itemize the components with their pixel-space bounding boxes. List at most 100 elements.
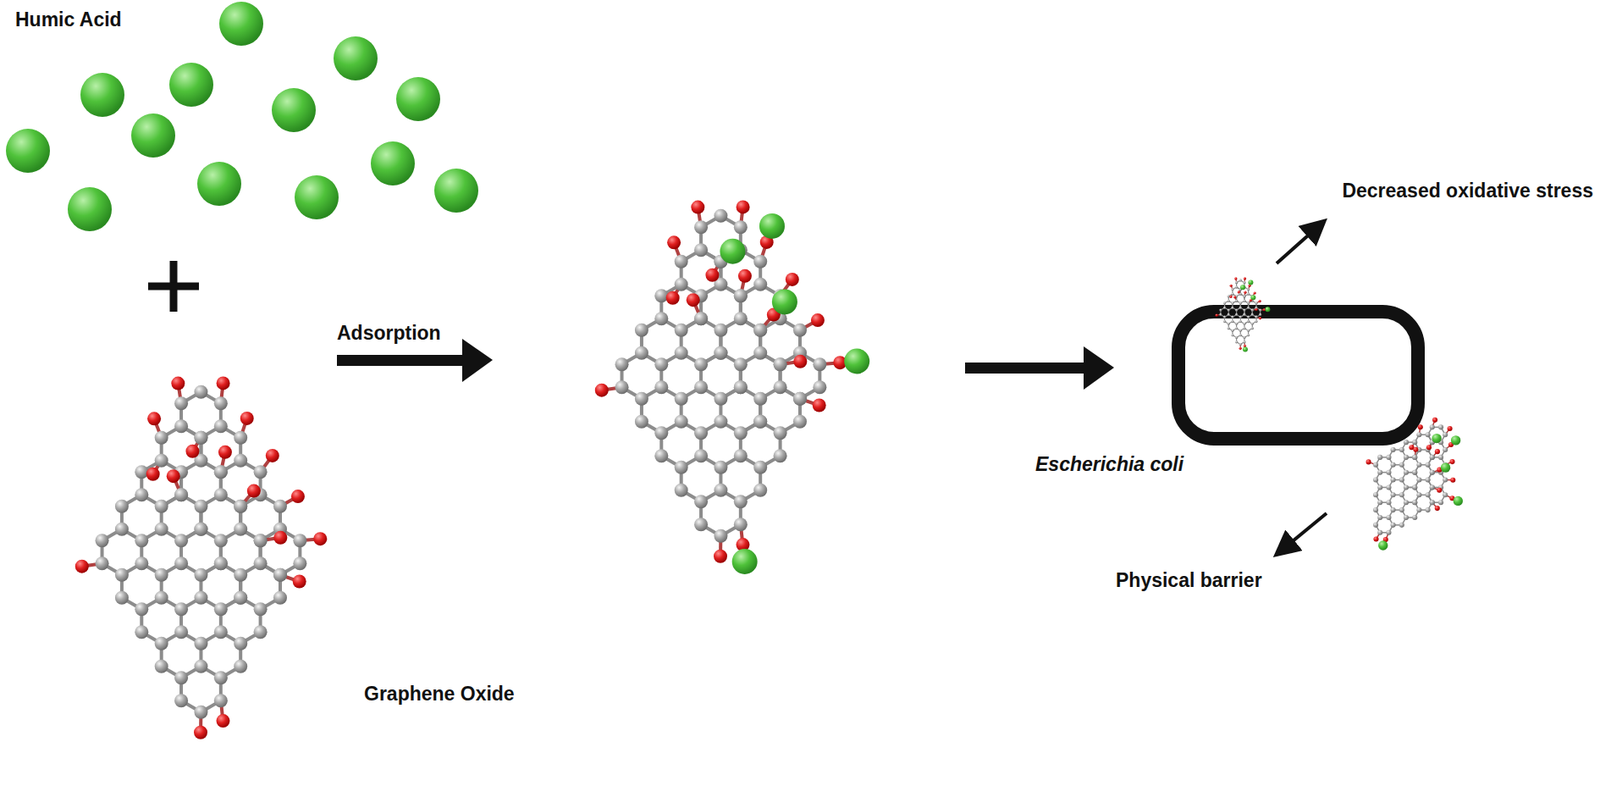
carbon-atom [1385,469,1391,475]
oxygen-atom [1412,446,1418,453]
carbon-atom [1219,308,1222,311]
carbon-atom [253,624,268,639]
oxygen-atom [1432,417,1438,423]
carbon-atom [1235,336,1238,339]
carbon-atom [694,311,708,326]
carbon-atom [1429,484,1435,490]
carbon-atom [1239,329,1242,332]
oxygen-atom [738,269,752,283]
carbon-atom [154,590,169,605]
oxygen-atom [595,383,609,398]
carbon-atom [214,556,228,570]
carbon-atom [1429,499,1435,505]
carbon-atom [654,357,668,371]
carbon-atom [1399,507,1405,513]
humic-acid-ball [1264,306,1270,312]
carbon-atom [1235,313,1238,316]
carbon-atom [1412,454,1418,460]
carbon-atom [1416,491,1422,497]
carbon-atom [713,323,728,337]
panel-label: Humic Acid [15,8,122,33]
carbon-atom [1235,340,1238,343]
carbon-atom [1230,301,1234,304]
oxygen-atom [193,725,208,740]
carbon-atom [713,209,728,223]
carbon-atom [674,346,689,360]
oxygen-atom [313,531,327,546]
carbon-atom [1242,294,1246,298]
carbon-atom [733,380,748,394]
carbon-atom [1242,281,1246,284]
carbon-atom [753,414,767,429]
carbon-atom [1429,469,1435,475]
carbon-atom [1223,301,1226,304]
humic-acid-ball [169,62,214,107]
organism-label: Escherichia coli [1035,452,1184,477]
oxygen-atom [185,444,199,458]
carbon-atom [273,568,287,582]
carbon-atom [1227,294,1231,298]
carbon-atom [773,357,788,371]
carbon-atom [1390,462,1396,468]
carbon-atom [1377,514,1383,520]
carbon-atom [1412,454,1418,460]
carbon-atom [674,254,689,269]
carbon-atom [214,464,228,479]
carbon-atom [1429,454,1435,460]
carbon-atom [1385,514,1391,520]
carbon-atom [1227,322,1231,326]
carbon-atom [793,391,807,406]
oxygen-atom [1243,291,1247,294]
oxygen-atom [218,445,232,459]
carbon-atom [214,533,228,547]
carbon-atom [233,522,248,536]
oxygen-atom [240,411,254,425]
carbon-atom [134,533,149,547]
humic-acid-ball [1451,435,1461,445]
carbon-atom [674,391,689,406]
carbon-atom [753,483,767,497]
carbon-atom [174,487,188,502]
carbon-atom [1258,308,1262,311]
carbon-atom [193,636,208,651]
carbon-atom [634,414,649,429]
carbon-atom [1239,306,1242,309]
oxygen-atom [686,292,701,307]
carbon-atom [233,499,248,514]
carbon-atom [193,499,208,514]
process-arrow [336,338,493,382]
carbon-atom [634,391,649,406]
carbon-atom [1390,491,1396,497]
humic-acid-particles [5,1,479,232]
carbon-atom [713,346,728,360]
carbon-atom [273,590,287,605]
carbon-atom [193,385,208,399]
carbon-atom [1242,313,1246,316]
carbon-atom [214,487,228,502]
carbon-atom [1429,424,1435,430]
carbon-atom [733,220,748,234]
carbon-atom [154,499,169,514]
carbon-atom [1246,315,1250,319]
oxygen-atom [1258,299,1262,303]
carbon-atom [1258,313,1262,316]
carbon-atom [1390,477,1396,483]
carbon-atom [214,601,228,616]
oxygen-atom [1434,448,1440,454]
carbon-atom [1442,491,1448,497]
carbon-atom [1251,308,1254,311]
carbon-atom [1254,315,1258,319]
oxygen-atom [1436,487,1442,493]
oxygen-atom [1366,458,1372,464]
carbon-atom [753,277,767,292]
carbon-atom [95,556,110,570]
carbon-atom [174,419,188,433]
carbon-atom [214,419,228,433]
carbon-atom [1390,507,1396,513]
carbon-atom [1227,299,1231,303]
carbon-atom [115,499,129,514]
carbon-atom [674,277,689,292]
carbon-atom [1235,322,1238,326]
oxygen-atom [1254,308,1258,311]
humic-acid-ball [333,36,378,81]
